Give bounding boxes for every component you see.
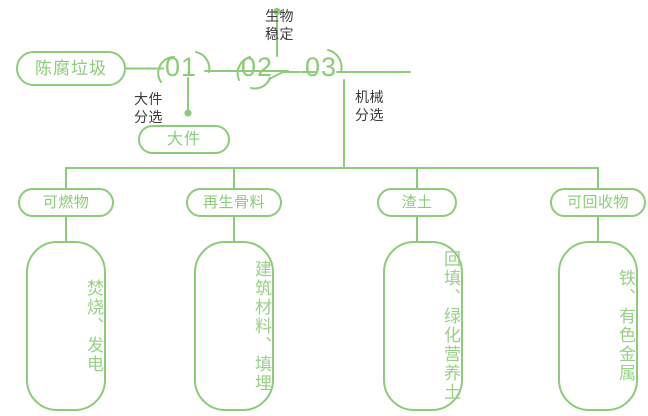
- step-number-02: 02: [241, 52, 274, 82]
- step-01-arc-left: [157, 56, 175, 83]
- step-number-03: 03: [305, 52, 338, 82]
- step-caption-03: 机械 分选: [355, 89, 384, 124]
- link-step-02-to-03: [268, 71, 301, 80]
- output-pill-label-1: 可燃物: [42, 194, 90, 211]
- detail-box-text-4: 铁、有色金属: [616, 269, 635, 383]
- step-03-arc-top: [327, 49, 343, 73]
- step-caption-02: 生物 稳定: [265, 8, 294, 43]
- step-caption-01: 大件 分选: [134, 91, 163, 126]
- step-number-01: 01: [165, 52, 198, 82]
- bulky-pill-shape: [138, 125, 230, 154]
- output-pill-label-3: 渣土: [401, 194, 433, 211]
- branch-dot-bulky: [184, 109, 192, 117]
- detail-box-shape-4: [558, 241, 638, 411]
- output-pill-label-4: 可回收物: [566, 194, 629, 211]
- output-pill-label-2: 再生骨料: [202, 194, 265, 211]
- detail-box-text-1: 焚烧、发电: [84, 278, 103, 374]
- detail-box-shape-3: [383, 241, 463, 411]
- detail-box-text-2: 建筑材料、填埋: [252, 259, 271, 393]
- step-01-arc-right: [195, 51, 211, 73]
- detail-box-text-3: 回填、绿化营养土: [441, 250, 460, 402]
- source-node-label: 陈腐垃圾: [35, 59, 107, 78]
- branch-pill-label-bulky: 大件: [166, 131, 201, 148]
- branch-dot-biostable: [273, 7, 281, 16]
- detail-box-shape-1: [26, 241, 106, 411]
- step-02-arc-left: [236, 56, 251, 81]
- detail-box-shape-2: [194, 241, 274, 411]
